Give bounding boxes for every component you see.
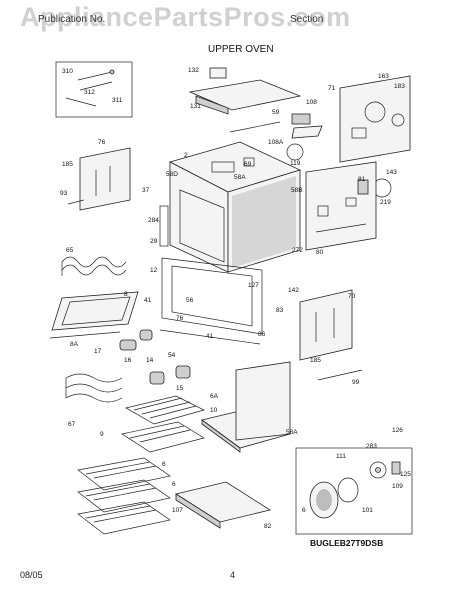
- part-label-311: 311: [112, 97, 123, 104]
- control-knobs: [119, 329, 191, 385]
- part-label-83: 83: [276, 307, 284, 314]
- publication-label: Publication No.: [38, 14, 106, 25]
- part-label-41: 41: [206, 333, 214, 340]
- footer-date: 08/05: [20, 570, 43, 580]
- part-label-127: 127: [248, 282, 259, 289]
- part-label-8: 8: [124, 291, 128, 298]
- part-label-107: 107: [172, 507, 183, 514]
- part-label-109: 109: [392, 483, 403, 490]
- part-label-8A: 8A: [70, 341, 79, 348]
- part-label-71: 71: [328, 85, 336, 92]
- part-label-219: 219: [380, 199, 391, 206]
- part-label-93: 93: [60, 190, 68, 197]
- part-label-131: 131: [190, 103, 201, 110]
- broil-element: [61, 256, 127, 276]
- part-label-283: 283: [366, 443, 377, 450]
- part-label-312: 312: [84, 89, 95, 96]
- part-label-185: 185: [62, 161, 73, 168]
- part-label-6: 6: [162, 461, 166, 468]
- part-label-29: 29: [150, 238, 158, 245]
- part-label-183: 183: [394, 83, 405, 90]
- convection-fan-assembly: [309, 461, 401, 519]
- part-label-9: 9: [100, 431, 104, 438]
- part-label-59: 59: [272, 109, 280, 116]
- part-label-284: 284: [148, 217, 159, 224]
- part-label-125: 125: [400, 471, 411, 478]
- part-label-65: 65: [66, 247, 74, 254]
- bracket-108: [291, 113, 311, 125]
- inset-box-top-left: [55, 61, 133, 118]
- wire-clip-parts: [65, 69, 115, 107]
- bake-element: [65, 373, 123, 403]
- part-label-6A: 6A: [210, 393, 219, 400]
- broil-pan: [49, 291, 139, 339]
- page-title: UPPER OVEN: [208, 44, 274, 55]
- inset-box-convection-fan: [295, 447, 413, 535]
- part-label-111: 111: [336, 453, 346, 460]
- part-label-310: 310: [62, 68, 73, 75]
- part-label-81: 81: [358, 176, 366, 183]
- part-label-70: 70: [348, 293, 356, 300]
- part-label-163: 163: [378, 73, 389, 80]
- rear-panel: [339, 75, 411, 163]
- part-label-82: 82: [264, 523, 272, 530]
- left-side-panel: [67, 147, 131, 211]
- section-label: Section: [290, 14, 324, 25]
- part-label-126: 126: [392, 427, 403, 434]
- part-label-2: 2: [184, 152, 188, 159]
- part-label-56: 56: [186, 297, 194, 304]
- right-side-panel: [305, 161, 377, 251]
- part-label-10: 10: [210, 407, 218, 414]
- part-label-132: 132: [188, 67, 199, 74]
- part-label-58A: 58A: [286, 429, 298, 436]
- part-label-41: 41: [144, 297, 152, 304]
- part-label-69: 69: [244, 161, 252, 168]
- watermark-text: AppliancePartsPros.com: [20, 2, 351, 32]
- part-label-108: 108: [306, 99, 317, 106]
- footer-page-number: 4: [230, 570, 236, 580]
- part-label-76: 76: [176, 315, 184, 322]
- part-label-16: 16: [124, 357, 132, 364]
- part-label-14: 14: [146, 357, 154, 364]
- oven-rack-stack: [77, 457, 171, 535]
- part-label-17: 17: [94, 348, 102, 355]
- part-label-58D: 58D: [166, 171, 178, 178]
- part-label-58A: 58A: [234, 174, 246, 181]
- part-label-12: 12: [150, 267, 158, 274]
- part-label-76: 76: [98, 139, 106, 146]
- top-back-panel: [188, 67, 302, 115]
- oven-bottom-panel: [201, 361, 291, 453]
- part-label-6: 6: [172, 481, 176, 488]
- part-label-185: 185: [310, 357, 321, 364]
- part-label-58B: 58B: [291, 187, 303, 194]
- part-label-15: 15: [176, 385, 184, 392]
- oven-front-frame: [159, 257, 263, 345]
- part-label-54: 54: [168, 352, 176, 359]
- oven-cavity: [159, 161, 301, 273]
- part-label-67: 67: [68, 421, 76, 428]
- part-label-108A: 108A: [268, 139, 284, 146]
- oven-rack-upper: [121, 395, 205, 453]
- part-label-142: 142: [288, 287, 299, 294]
- part-label-80: 80: [316, 249, 324, 256]
- part-label-101: 101: [362, 507, 373, 514]
- part-label-119: 119: [290, 160, 301, 167]
- model-code: BUGLEB27T9DSB: [310, 538, 384, 548]
- part-label-37: 37: [142, 187, 150, 194]
- drawer-tray: [174, 481, 272, 529]
- part-label-99: 99: [352, 379, 360, 386]
- part-label-6: 6: [302, 507, 306, 514]
- part-label-143: 143: [386, 169, 397, 176]
- part-label-272: 272: [292, 247, 303, 254]
- detail-circle-119: [286, 143, 304, 161]
- right-insulation-panel: [299, 289, 363, 381]
- part-label-86: 86: [258, 331, 266, 338]
